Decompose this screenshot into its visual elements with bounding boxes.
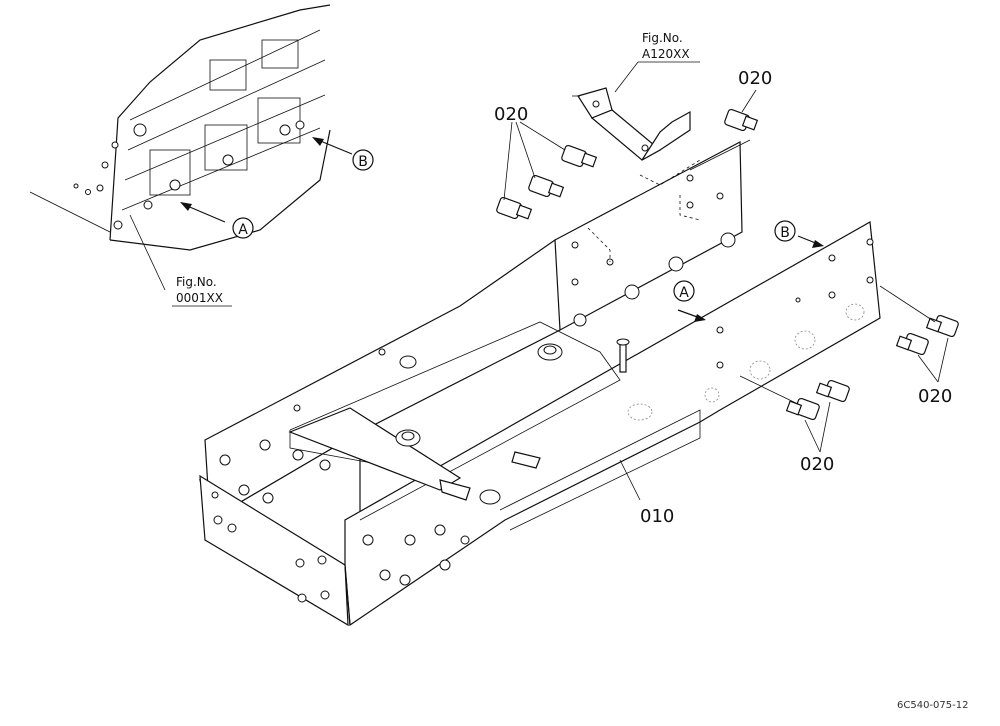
label-020-right-lower: 020 bbox=[800, 454, 834, 475]
label-020-top-left: 020 bbox=[494, 104, 528, 125]
label-020-right-upper: 020 bbox=[918, 386, 952, 407]
arrow-b-frame bbox=[797, 235, 824, 248]
svg-text:0001XX: 0001XX bbox=[176, 291, 223, 305]
svg-text:Fig.No.: Fig.No. bbox=[642, 31, 683, 45]
svg-text:Fig.No.: Fig.No. bbox=[176, 275, 217, 289]
marker-a-engine: A bbox=[232, 217, 254, 239]
bolts-020 bbox=[496, 108, 959, 421]
label-010: 010 bbox=[640, 506, 674, 527]
svg-text:B: B bbox=[780, 225, 790, 241]
upper-side-plate bbox=[549, 141, 743, 331]
arrow-a-engine bbox=[180, 202, 226, 223]
marker-a-frame: A bbox=[673, 280, 695, 302]
bracket-a120xx bbox=[572, 87, 691, 161]
label-020-top-right: 020 bbox=[738, 68, 772, 89]
arrow-a-frame bbox=[677, 309, 706, 322]
arrow-b-engine bbox=[312, 137, 353, 155]
marker-b-engine: B bbox=[352, 149, 374, 171]
fig-ref-0001xx: Fig.No. 0001XX bbox=[172, 275, 232, 307]
svg-text:A: A bbox=[679, 285, 689, 301]
engine-block-illustration bbox=[29, 4, 331, 291]
drawing-code: 6C540-075-12 bbox=[897, 700, 968, 711]
fig-ref-a120xx: Fig.No. A120XX bbox=[614, 31, 700, 93]
marker-b-frame: B bbox=[774, 220, 796, 242]
main-frame-010 bbox=[199, 221, 881, 627]
svg-text:B: B bbox=[358, 154, 368, 170]
svg-text:A120XX: A120XX bbox=[642, 47, 690, 61]
svg-text:A: A bbox=[238, 222, 248, 238]
leader-lines bbox=[503, 89, 949, 501]
